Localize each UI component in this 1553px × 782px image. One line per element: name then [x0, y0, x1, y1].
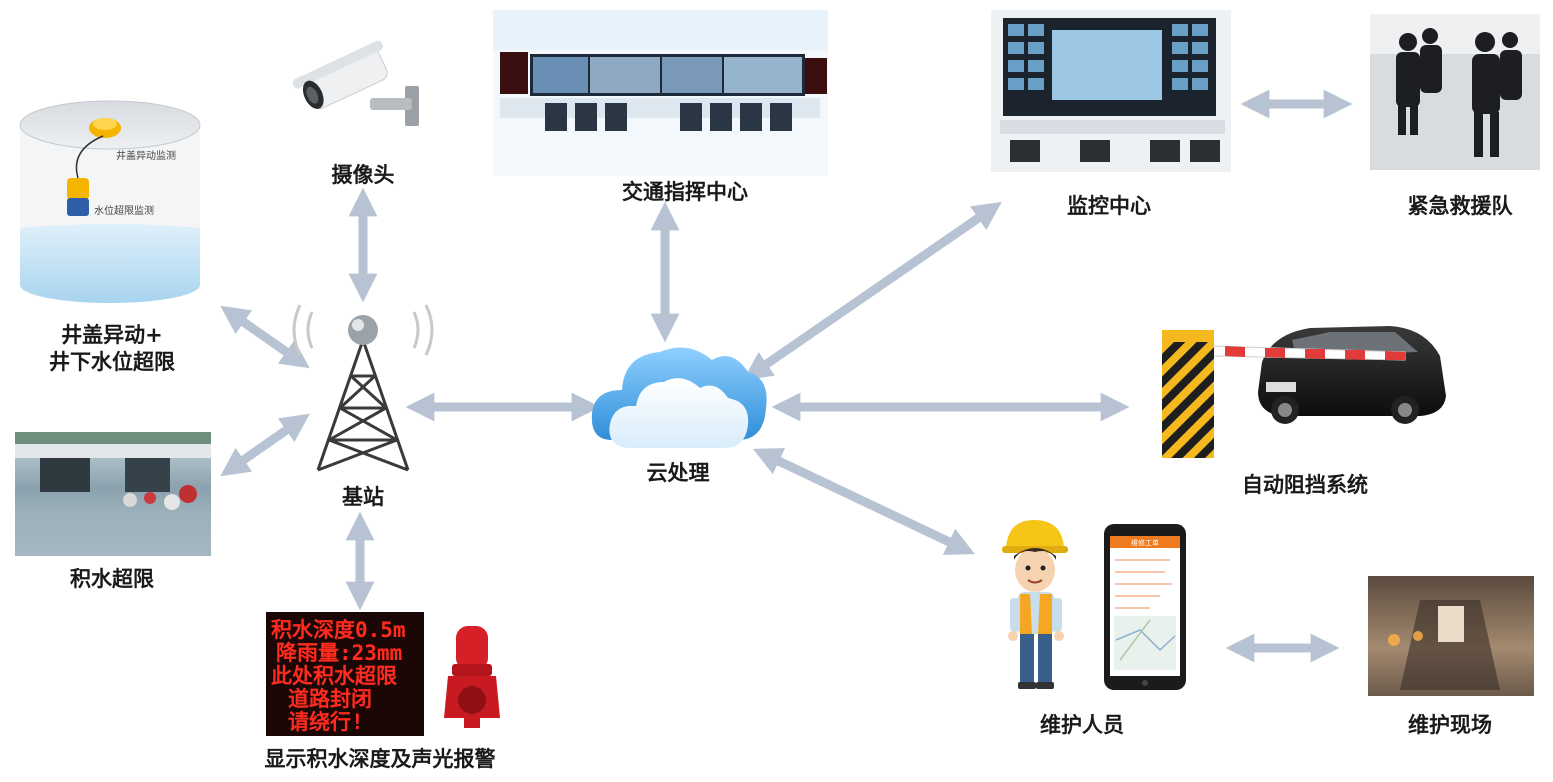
label-cloud: 云处理 [647, 461, 710, 485]
phone-work-order-icon: 维修工单 [1104, 524, 1186, 690]
cloud-icon [591, 347, 767, 448]
label-display-alarm: 显示积水深度及声光报警 [265, 747, 496, 771]
label-base-station: 基站 [342, 485, 384, 509]
led-line-4: 道路封闭 [288, 687, 372, 711]
label-rescue-team: 紧急救援队 [1408, 194, 1514, 218]
radio-tower-icon [292, 304, 434, 472]
barrier-system-illustration [1162, 326, 1446, 458]
label-site: 维护现场 [1408, 713, 1492, 737]
rescue-team-photo [1370, 14, 1540, 170]
manhole-tank-illustration: 井盖异动监测 水位超限监测 [19, 100, 201, 303]
note-cover-monitor: 井盖异动监测 [116, 149, 176, 162]
label-monitor-center: 监控中心 [1067, 194, 1151, 218]
label-manhole-line1: 井盖异动+ [61, 323, 163, 347]
led-line-2: 降雨量:23mm [276, 641, 402, 665]
arrow-waterlog-basestation [220, 413, 310, 477]
siren-icon [444, 626, 500, 728]
label-barrier: 自动阻挡系统 [1242, 473, 1368, 497]
traffic-center-photo [493, 10, 828, 176]
label-waterlog: 积水超限 [70, 567, 154, 591]
led-line-3: 此处积水超限 [271, 664, 397, 688]
waterlog-photo [15, 432, 211, 556]
led-display-board: 积水深度0.5m 降雨量:23mm 此处积水超限 道路封闭 请绕行! [266, 612, 424, 736]
connection-arrows [220, 89, 1353, 663]
phone-header-text: 维修工单 [1131, 538, 1159, 547]
maintainer-illustration [1002, 520, 1068, 689]
arrow-manhole-basestation [220, 305, 310, 369]
arrow-cloud-maintainer [752, 448, 976, 555]
led-line-1: 积水深度0.5m [271, 618, 406, 642]
label-manhole-line2: 井下水位超限 [49, 350, 175, 374]
arrow-cloud-monitor [743, 201, 1002, 381]
maintenance-site-photo [1368, 576, 1534, 696]
note-water-monitor: 水位超限监测 [94, 204, 154, 217]
led-line-5: 请绕行! [288, 710, 364, 734]
monitor-center-photo [991, 10, 1231, 172]
label-traffic-center: 交通指挥中心 [622, 180, 748, 204]
label-camera: 摄像头 [332, 163, 395, 187]
label-maintainer: 维护人员 [1040, 713, 1124, 737]
cctv-camera-icon [292, 40, 419, 126]
